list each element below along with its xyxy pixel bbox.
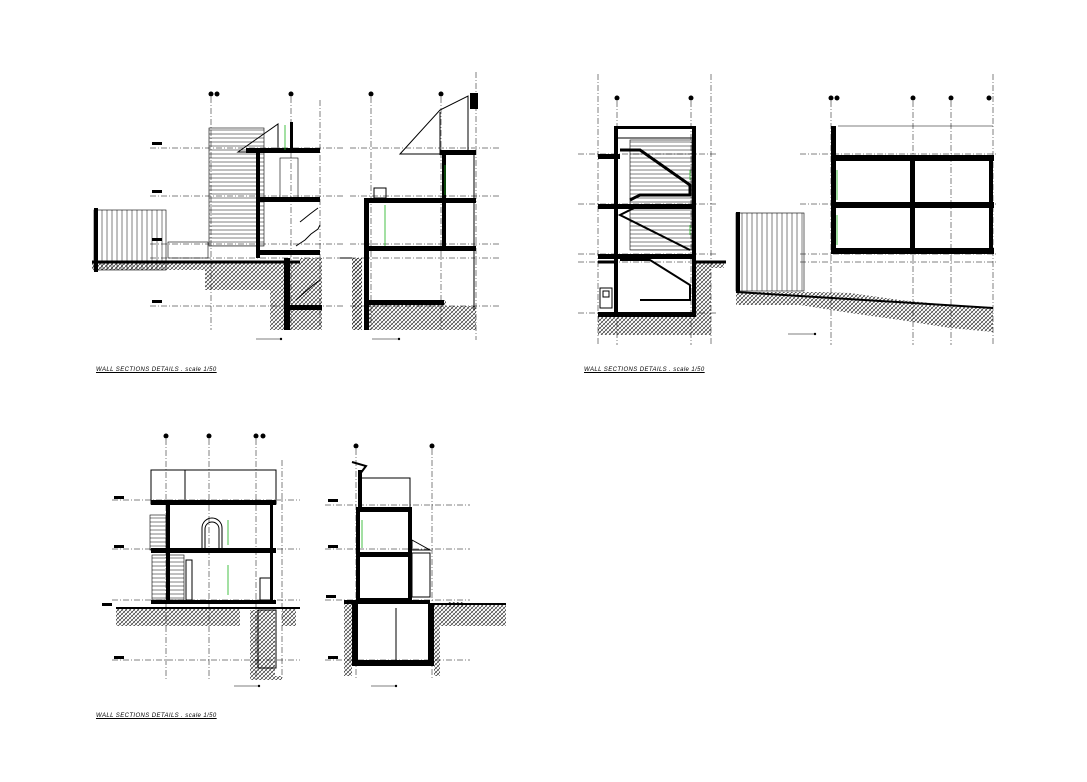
wall-section-f [325,443,506,688]
wall-section-d [735,74,996,345]
wall-section-c [578,74,726,345]
wall-section-a [92,91,345,341]
wall-section-e [102,433,300,688]
wall-section-b [340,72,500,341]
caption-wall-sections-top-right: WALL SECTIONS DETAILS . scale 1/50 [584,367,705,373]
caption-wall-sections-bottom: WALL SECTIONS DETAILS . scale 1/50 [96,713,217,719]
caption-wall-sections-top-left: WALL SECTIONS DETAILS . scale 1/50 [96,367,217,373]
